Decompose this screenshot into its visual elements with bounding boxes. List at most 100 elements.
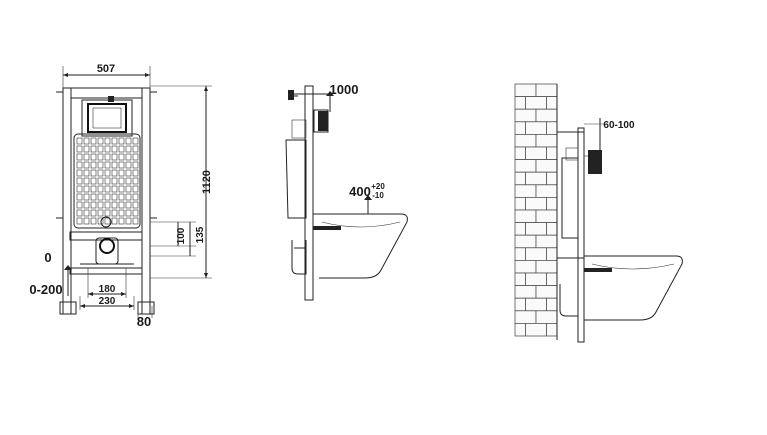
cistern-grid-tile xyxy=(83,137,90,145)
cistern-body xyxy=(73,133,141,229)
brick xyxy=(525,222,547,236)
brick xyxy=(535,133,558,148)
cistern-grid-tile xyxy=(125,145,132,153)
dim-230-label: 230 xyxy=(99,296,116,307)
cistern-grid-tile xyxy=(125,137,132,145)
cistern-grid-tile xyxy=(76,153,83,161)
cistern-grid-tile xyxy=(97,169,104,177)
drain-height-dimensions: 135 100 xyxy=(150,221,206,257)
cistern-grid-tile xyxy=(83,145,90,153)
cistern-grid-tile xyxy=(111,185,118,193)
brick xyxy=(546,272,558,287)
dim-0-label: 0 xyxy=(44,250,51,265)
dim-180-label: 180 xyxy=(99,284,116,295)
cistern-grid-tile xyxy=(125,217,132,225)
brick xyxy=(514,285,537,299)
brick xyxy=(535,285,558,299)
brick xyxy=(525,247,547,261)
brick xyxy=(535,159,558,173)
cistern-grid-tile xyxy=(125,177,132,185)
brick xyxy=(514,196,526,211)
cistern-grid-tile xyxy=(83,177,90,185)
cistern-grid-tile xyxy=(104,217,111,225)
brick xyxy=(535,234,558,249)
cistern-grid-tile xyxy=(132,145,139,153)
cistern-grid-tile xyxy=(132,217,139,225)
cistern-grid-tile xyxy=(76,177,83,185)
brick xyxy=(514,234,537,249)
cistern-grid-tile xyxy=(132,169,139,177)
cistern-grid-tile xyxy=(104,137,111,145)
cistern-grid-tile xyxy=(90,153,97,161)
dim-135-label: 135 xyxy=(195,226,206,243)
foot-dimension: 80 xyxy=(137,306,153,329)
brick xyxy=(514,272,526,287)
cistern-grid-tile xyxy=(90,217,97,225)
cistern-grid-tile xyxy=(118,177,125,185)
floor-adjust-dimension: 0 0-200 xyxy=(29,250,72,297)
cistern-grid-tile xyxy=(83,153,90,161)
cistern-grid-tile xyxy=(132,185,139,193)
cistern-grid-tile xyxy=(104,169,111,177)
brick xyxy=(546,121,558,135)
cistern-grid-tile xyxy=(97,153,104,161)
brick-wall xyxy=(514,83,558,337)
brick xyxy=(525,121,547,135)
cistern-grid-tile xyxy=(90,169,97,177)
cistern-grid-tile xyxy=(83,169,90,177)
cistern-grid-tile xyxy=(76,137,83,145)
cistern-grid-tile xyxy=(118,201,125,209)
cistern-grid-tile xyxy=(118,137,125,145)
cistern-grid-tile xyxy=(76,193,83,201)
cistern-grid-tile xyxy=(83,161,90,169)
cistern-grid-tile xyxy=(132,137,139,145)
brick xyxy=(514,171,526,186)
brick xyxy=(535,310,558,324)
side-toilet-bowl xyxy=(313,213,408,279)
cistern-grid-tile xyxy=(111,201,118,209)
cistern-grid-tile xyxy=(76,169,83,177)
cistern-grid-tile xyxy=(83,193,90,201)
cistern-grid-tile xyxy=(104,185,111,193)
cistern-grid-tile xyxy=(97,209,104,217)
brick xyxy=(514,259,537,274)
cistern-grid-tile xyxy=(83,201,90,209)
brick xyxy=(525,196,547,211)
cistern-grid-tile xyxy=(97,193,104,201)
cistern-grid-tile xyxy=(118,209,125,217)
cistern-grid-tile xyxy=(118,145,125,153)
brick xyxy=(535,184,558,198)
brick xyxy=(546,247,558,261)
cistern-grid-tile xyxy=(132,193,139,201)
brick xyxy=(514,83,537,98)
cistern-grid-tile xyxy=(111,169,118,177)
cistern-grid-tile xyxy=(90,161,97,169)
cistern-grid-tile xyxy=(76,217,83,225)
cistern-grid-tile xyxy=(97,161,104,169)
cistern-grid-tile xyxy=(104,161,111,169)
cistern-grid-tile xyxy=(118,169,125,177)
cistern-grid-tile xyxy=(97,145,104,153)
flush-connector xyxy=(100,216,112,228)
brick xyxy=(546,96,558,110)
cistern-grid-tile xyxy=(97,217,104,225)
brick xyxy=(514,310,537,324)
cistern-grid-tile xyxy=(97,185,104,193)
brick xyxy=(535,83,558,98)
tolerance-plus: +20 xyxy=(371,182,385,191)
wall-mounted-view: 60-100 xyxy=(514,83,683,343)
bowl-height-label: 400 xyxy=(349,184,371,199)
cistern-grid-tile xyxy=(83,217,90,225)
button-height-label: 1000 xyxy=(330,82,359,97)
brick xyxy=(514,247,526,261)
dim-80-label: 80 xyxy=(137,314,151,329)
height-dimension: 1120 xyxy=(150,85,213,279)
cistern-grid-tile xyxy=(90,137,97,145)
bottom-width-dimensions: 180 230 xyxy=(79,268,135,310)
cistern-grid-tile xyxy=(118,193,125,201)
cistern-grid-tile xyxy=(76,145,83,153)
cistern-grid-tile xyxy=(76,161,83,169)
cistern-grid-tile xyxy=(104,193,111,201)
drain-outlet xyxy=(99,238,115,254)
